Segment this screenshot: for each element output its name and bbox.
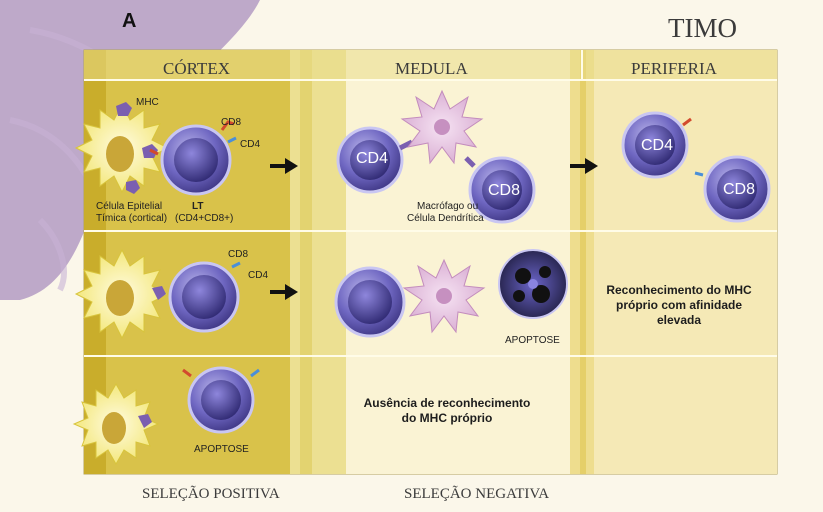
recognition-text: Reconhecimento do MHC próprio com afinid… [594,283,764,328]
footer-negative-selection: SELEÇÃO NEGATIVA [404,486,550,502]
lt-cell-row2 [168,261,241,333]
absence-text: Ausência de reconhecimento do MHC própri… [352,396,542,426]
recognition-line3: elevada [656,313,702,327]
periph-cd8-cell-row1 [694,155,771,223]
apoptose-label-row2: APOPTOSE [505,335,560,346]
lt-sub-label: (CD4+CD8+) [175,213,234,224]
epithelial-label-line1: Célula Epitelial [96,201,163,212]
medula-cd8-label: CD8 [488,182,521,199]
periph-cd4-label: CD4 [641,137,674,154]
macrophage-label-line1: Macrófago ou [417,201,479,212]
cd8-label-row1: CD8 [221,117,242,128]
absence-line2: do MHC próprio [401,411,493,425]
epithelial-label-line2: Tímica (cortical) [96,213,168,224]
recognition-line1: Reconhecimento do MHC [606,283,752,297]
arrow-row2 [270,284,298,300]
lt-cell-row1 [149,120,237,196]
cortex-medula-transition [290,50,346,474]
footer-positive-selection: SELEÇÃO POSITIVA [142,486,280,502]
periferia-column [570,50,777,474]
recognition-line2: próprio com afinidade [615,298,742,312]
medula-cd4-cell-row1 [336,126,414,194]
apoptotic-lt-row3 [182,366,260,434]
arrow-row1-a [270,158,298,174]
macrophage-cell-row1 [400,89,484,165]
column-header-periferia: PERIFERIA [631,59,717,78]
epithelial-cell-row2 [74,248,170,340]
apoptotic-cell-row2 [498,249,568,319]
medula-cell-row2 [334,266,406,338]
column-header-medula: MEDULA [395,59,468,78]
cd8-label-row2: CD8 [228,249,249,260]
panel-letter: A [122,10,137,32]
mhc-label: MHC [136,97,159,108]
column-header-cortex: CÓRTEX [163,59,230,78]
cd4-label-row2: CD4 [248,270,269,281]
epithelial-cell-row1 [74,102,170,194]
macrophage-label-line2: Célula Dendrítica [407,213,484,224]
cd4-label-row1: CD4 [240,139,261,150]
apoptose-label-row3: APOPTOSE [194,444,249,455]
arrow-row1-b [570,158,598,174]
epithelial-cell-row3 [72,382,160,466]
medula-cd4-label: CD4 [356,150,389,167]
main-title: TIMO [668,13,737,43]
macrophage-cell-row2 [402,258,486,334]
lt-label: LT [192,201,204,212]
absence-line1: Ausência de reconhecimento [363,396,531,410]
medula-cd8-cell-row1 [464,156,536,224]
periph-cd8-label: CD8 [723,181,756,198]
thymus-tissue-background [0,0,260,300]
periph-cd4-cell-row1 [621,111,692,179]
